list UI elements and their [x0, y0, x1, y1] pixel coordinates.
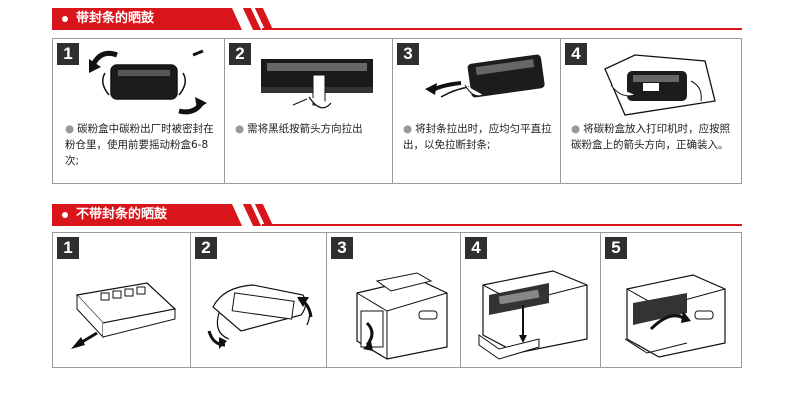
steps-without-seal: 1 2 3 [52, 232, 742, 368]
section-title: 带封条的晒鼓 [76, 11, 155, 26]
bullet-icon: ● [235, 123, 245, 135]
step-caption: ●碳粉盒中碳粉出厂时被密封在粉仓里，使用前要摇动粉盒6-8次; [65, 123, 214, 167]
section-title: 不带封条的晒鼓 [76, 207, 168, 222]
step-number: 4 [465, 237, 487, 259]
step-panel: 1 ●碳粉盒中碳粉出厂时被密封在粉仓里，使用前要摇动粉盒6-8次; [53, 39, 225, 183]
step-caption: ●需将黑纸按箭头方向拉出 [235, 123, 363, 135]
step-panel: 5 [601, 233, 741, 367]
pull-seal-illustration [261, 59, 373, 109]
step-number: 3 [397, 43, 419, 65]
step-panel: 4 [461, 233, 601, 367]
header-underline [262, 224, 742, 226]
step-caption: ●将碳粉盒放入打印机时，应按照碳粉盒上的箭头方向，正确装入。 [571, 123, 731, 151]
printer-illustration [624, 274, 726, 358]
step-panel: 2 ●需将黑纸按箭头方向拉出 [225, 39, 393, 183]
step-number: 5 [605, 237, 627, 259]
pull-seal-illustration [425, 54, 545, 98]
insert-cartridge-illustration [604, 54, 716, 116]
step-panel: 3 ●将封条拉出时，应均匀平直拉出，以免拉断封条; [393, 39, 561, 183]
printer-illustration [356, 272, 448, 360]
step-panel: 2 [191, 233, 327, 367]
section-header-with-seal: 带封条的晒鼓 [52, 8, 742, 30]
step-caption: ●将封条拉出时，应均匀平直拉出，以免拉断封条; [403, 123, 552, 151]
header-underline [262, 28, 742, 30]
step-panel: 1 [53, 233, 191, 367]
cartridge-shake-illustration [71, 282, 177, 349]
section-title-tab: 带封条的晒鼓 [52, 8, 242, 30]
bullet-dot-icon [62, 212, 68, 218]
cartridge-shake-illustration [207, 284, 313, 349]
step-number: 1 [57, 43, 79, 65]
steps-with-seal: 1 ●碳粉盒中碳粉出厂时被密封在粉仓里，使用前要摇动粉盒6-8次; 2 [52, 38, 742, 184]
bullet-icon: ● [571, 123, 581, 135]
bullet-icon: ● [65, 123, 75, 135]
step-panel: 3 [327, 233, 461, 367]
section-title-tab: 不带封条的晒鼓 [52, 204, 242, 226]
cartridge-shake-illustration [89, 49, 207, 115]
section-header-without-seal: 不带封条的晒鼓 [52, 204, 742, 226]
step-number: 4 [565, 43, 587, 65]
bullet-dot-icon [62, 16, 68, 22]
step-number: 1 [57, 237, 79, 259]
step-panel: 4 ●将碳粉盒放入打印机时，应按照碳粉盒上的箭头方向，正确装入。 [561, 39, 741, 183]
step-number: 3 [331, 237, 353, 259]
bullet-icon: ● [403, 123, 413, 135]
step-number: 2 [229, 43, 251, 65]
printer-illustration [478, 270, 588, 360]
step-number: 2 [195, 237, 217, 259]
